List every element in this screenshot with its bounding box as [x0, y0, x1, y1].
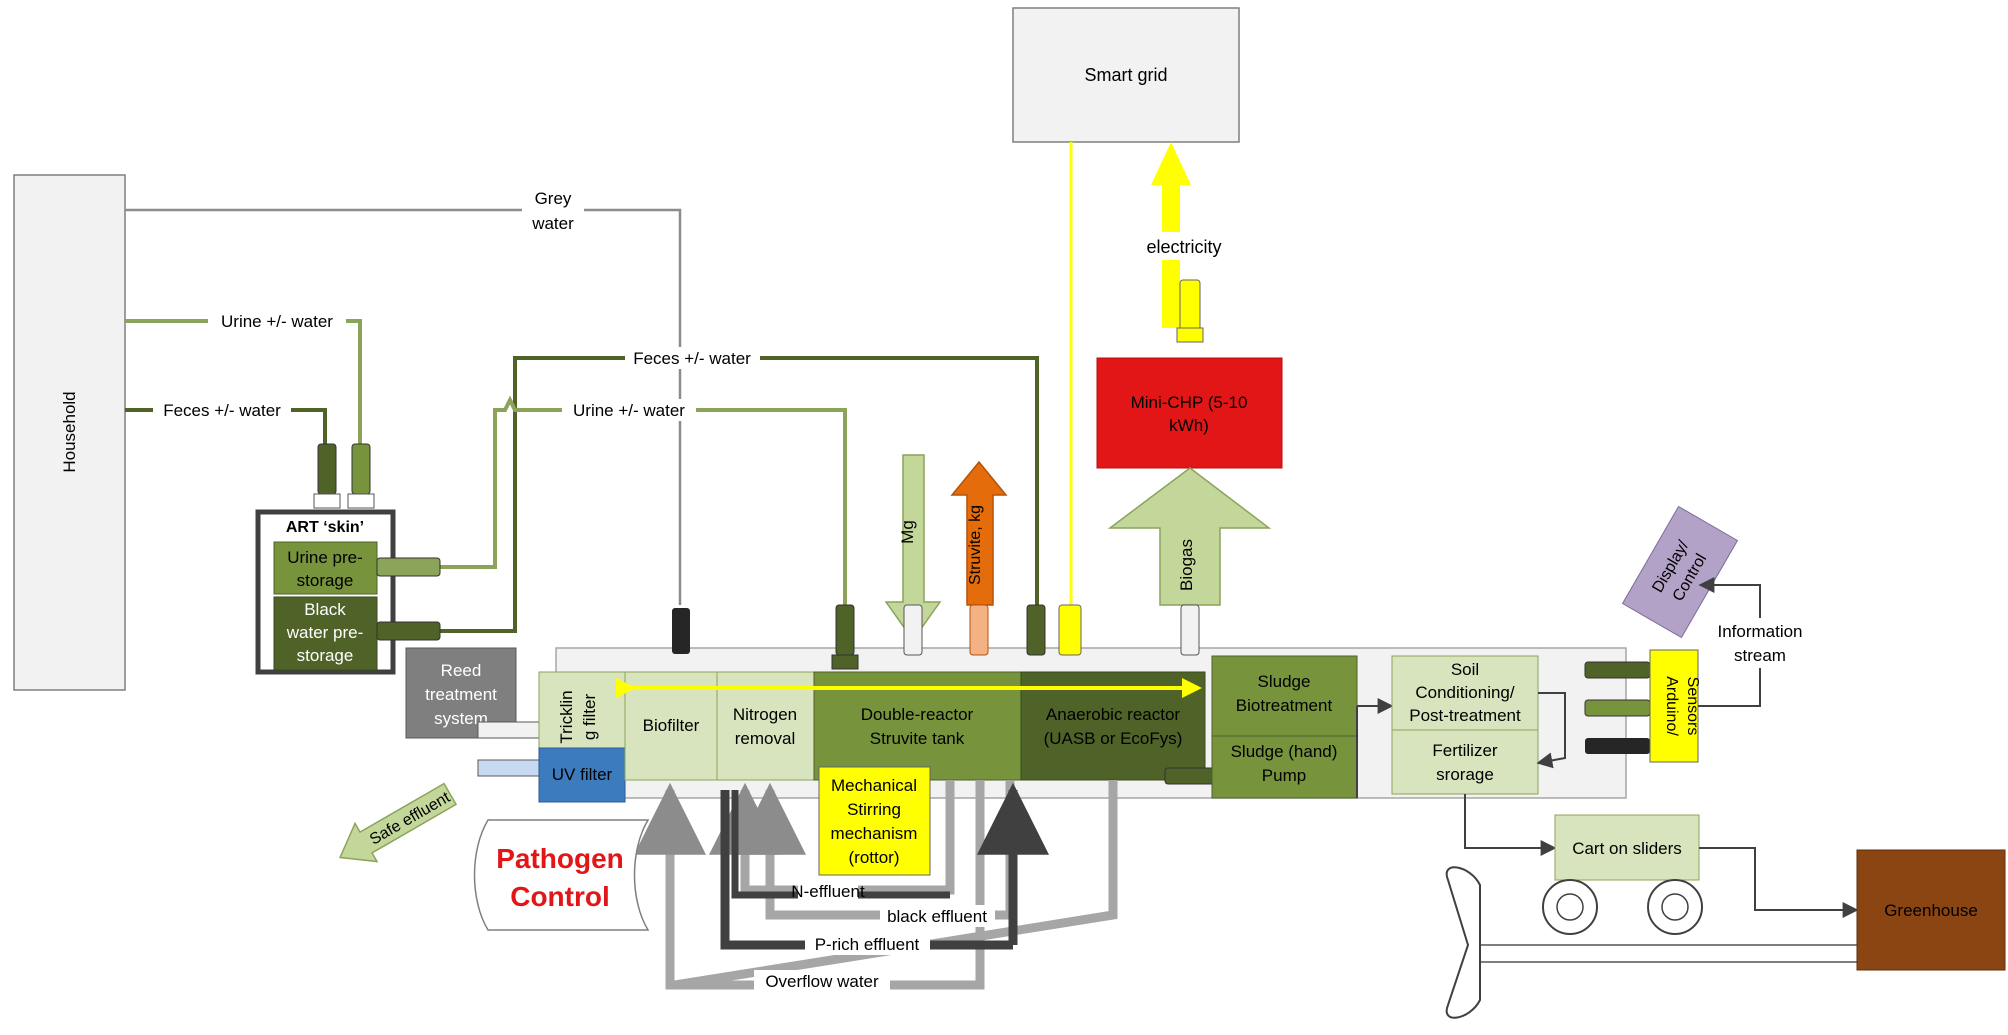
pathogen-label-2: Control	[510, 881, 610, 912]
greenhouse-label: Greenhouse	[1884, 901, 1978, 920]
cart-on-sliders-block: Cart on sliders	[1554, 814, 1700, 881]
black-effluent-label: black effluent	[887, 907, 987, 926]
soil-label-3: Post-treatment	[1409, 706, 1521, 725]
biogas-label: Biogas	[1177, 539, 1196, 591]
pathogen-label: Pathogen	[496, 843, 624, 874]
sensor-connectors	[1584, 661, 1651, 754]
biofilter-label: Biofilter	[643, 716, 700, 735]
grey-water-line: Grey water	[125, 188, 682, 605]
grey-water-label-2: water	[531, 214, 574, 233]
n-effluent-label: N-effluent	[791, 882, 865, 901]
electricity-flow: electricity	[1138, 142, 1228, 343]
stirring-label-3: mechanism	[831, 824, 918, 843]
urine-prestorage-label: Urine pre-	[287, 548, 363, 567]
anaerobic-label: Anaerobic reactor	[1046, 705, 1181, 724]
cart-wheels	[1542, 879, 1703, 935]
urine-prestorage-label-2: storage	[297, 571, 354, 590]
greenhouse-block: Greenhouse	[1856, 849, 2006, 971]
reed-label-2: treatment	[425, 685, 497, 704]
mg-label: Mg	[898, 520, 917, 544]
sludge-biotreatment-block: Sludge Biotreatment	[1211, 655, 1358, 737]
mg-input-arrow: Mg	[884, 454, 942, 642]
arduino-label: Arduino/	[1663, 676, 1680, 736]
soil-conditioning-block: Soil Conditioning/ Post-treatment	[1391, 655, 1539, 731]
double-reactor-label-2: Struvite tank	[870, 729, 965, 748]
arduino-sensors-block: Arduino/ Sensors	[1649, 649, 1701, 763]
soil-label-2: Conditioning/	[1415, 683, 1515, 702]
stirring-label-2: Stirring	[847, 800, 901, 819]
cart-label: Cart on sliders	[1572, 839, 1682, 858]
stirring-mechanism-block: Mechanical Stirring mechanism (rottor)	[818, 766, 931, 876]
slider-rail	[1445, 866, 1857, 1019]
mini-chp-label-2: kWh)	[1169, 416, 1209, 435]
art-skin-unit: ART ‘skin’ Urine pre- storage Black wate…	[255, 443, 441, 675]
arduino-label-2: Sensors	[1684, 677, 1701, 736]
p-rich-effluent-label: P-rich effluent	[815, 935, 920, 954]
urine-line-b: Urine +/- water	[440, 395, 847, 605]
nitrogen-label-2: removal	[735, 729, 795, 748]
trickling-label-2: g filter	[580, 694, 599, 741]
urine-line-b-label: Urine +/- water	[573, 401, 685, 420]
feces-line-b-label: Feces +/- water	[633, 349, 751, 368]
sludge-bio-label-2: Biotreatment	[1236, 696, 1333, 715]
sludge-pump-block: Sludge (hand) Pump	[1211, 735, 1358, 799]
feces-line-a-label: Feces +/- water	[163, 401, 281, 420]
info-stream-label-2: stream	[1734, 646, 1786, 665]
feces-line-a: Feces +/- water	[125, 399, 327, 450]
trickling-label: Tricklin	[557, 690, 576, 743]
stirring-label-4: (rottor)	[849, 848, 900, 867]
inlet-connectors	[672, 604, 1200, 670]
pathogen-control-block: Pathogen Control	[473, 819, 650, 931]
household-block: Household	[13, 174, 126, 691]
uv-filter-block: UV filter	[538, 747, 626, 803]
urine-line-a: Urine +/- water	[125, 310, 362, 450]
double-reactor-label: Double-reactor	[861, 705, 974, 724]
sludge-pump-label-2: Pump	[1262, 766, 1306, 785]
reed-label-3: system	[434, 709, 488, 728]
uv-filter-label: UV filter	[552, 765, 613, 784]
grey-water-label: Grey	[535, 189, 572, 208]
safe-effluent-label: Safe effluent	[367, 789, 454, 849]
fert-label: Fertilizer	[1432, 741, 1498, 760]
struvite-label: Struvite, kg	[967, 505, 984, 585]
art-skin-label: ART ‘skin’	[286, 519, 364, 536]
display-control-block: Display/ Control	[1621, 505, 1739, 639]
electricity-label: electricity	[1146, 237, 1221, 257]
info-stream-label: Information	[1717, 622, 1802, 641]
fertilizer-storage-block: Fertilizer srorage	[1391, 729, 1539, 795]
information-stream: Information stream	[1698, 577, 1815, 707]
feces-line-b: Feces +/- water	[440, 347, 1039, 633]
smart-grid-block: Smart grid	[1012, 7, 1240, 143]
black-water-label: Black	[304, 600, 346, 619]
black-water-prestorage	[273, 596, 378, 671]
soil-label: Soil	[1451, 660, 1479, 679]
stirring-label: Mechanical	[831, 776, 917, 795]
safe-effluent-arrow: Safe effluent	[338, 782, 458, 863]
sludge-pump-label: Sludge (hand)	[1231, 742, 1338, 761]
overflow-water-label: Overflow water	[765, 972, 879, 991]
mini-chp-label: Mini-CHP (5-10	[1131, 393, 1248, 412]
smart-grid-label: Smart grid	[1084, 65, 1167, 85]
reed-label: Reed	[441, 661, 482, 680]
anaerobic-label-2: (UASB or EcoFys)	[1044, 729, 1183, 748]
black-water-label-2: water pre-	[286, 623, 364, 642]
nitrogen-label: Nitrogen	[733, 705, 797, 724]
reed-treatment-block: Reed treatment system	[405, 647, 541, 777]
biogas-arrow: Biogas	[1107, 467, 1272, 606]
fert-label-2: srorage	[1436, 765, 1494, 784]
effluent-loops: N-effluent black effluent P-rich effluen…	[634, 780, 1118, 992]
mini-chp-block: Mini-CHP (5-10 kWh)	[1096, 357, 1283, 469]
black-water-label-3: storage	[297, 646, 354, 665]
sludge-bio-label: Sludge	[1258, 672, 1311, 691]
struvite-output-arrow: Struvite, kg	[950, 460, 1008, 606]
urine-line-a-label: Urine +/- water	[221, 312, 333, 331]
household-label: Household	[60, 391, 79, 472]
